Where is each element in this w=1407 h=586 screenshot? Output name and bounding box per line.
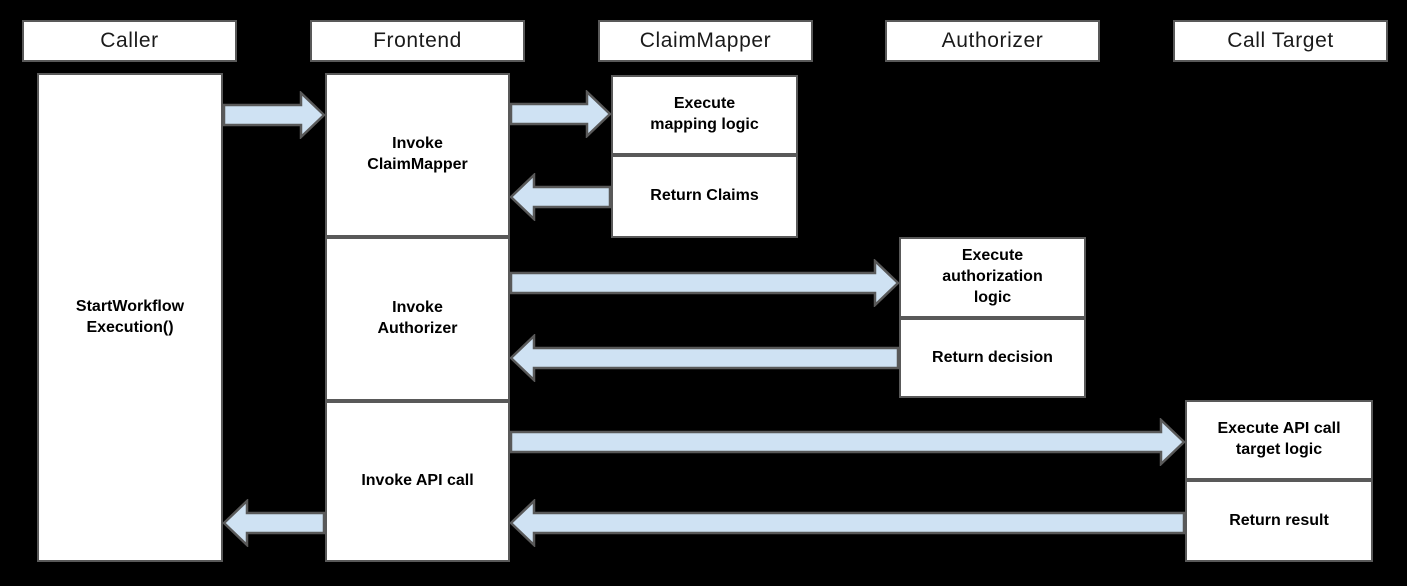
node-return-result-label: Return result — [1229, 511, 1329, 529]
node-return-decision: Return decision — [899, 318, 1086, 398]
node-return-claims: Return Claims — [611, 155, 798, 238]
arrow-frontend-to-claimmapper — [510, 90, 611, 138]
arrow-frontend-to-authorizer — [510, 259, 899, 307]
node-return-claims-label: Return Claims — [650, 187, 759, 205]
arrow-return-decision — [510, 334, 899, 382]
node-invoke-api-call-label: Invoke API call — [361, 472, 474, 490]
node-return-decision-label: Return decision — [932, 348, 1053, 366]
node-startworkflowexecution: StartWorkflow Execution() — [37, 73, 223, 562]
lane-header-claimmapper-label: ClaimMapper — [639, 29, 772, 52]
lane-header-caller-label: Caller — [100, 29, 159, 52]
node-execute-mapping-logic: Execute mapping logic — [611, 75, 798, 155]
lane-header-authorizer: Authorizer — [885, 20, 1100, 62]
lane-header-caller: Caller — [22, 20, 237, 62]
node-execute-authorization-logic-label: Execute authorization logic — [942, 247, 1043, 306]
node-invoke-api-call: Invoke API call — [325, 401, 510, 562]
lane-header-frontend: Frontend — [310, 20, 525, 62]
node-invoke-claimmapper: Invoke ClaimMapper — [325, 73, 510, 237]
arrow-frontend-to-calltarget — [510, 418, 1185, 466]
node-execute-mapping-logic-label: Execute mapping logic — [650, 95, 759, 133]
lane-header-frontend-label: Frontend — [373, 29, 462, 52]
node-return-result: Return result — [1185, 480, 1373, 562]
arrow-return-to-caller — [223, 499, 325, 547]
node-invoke-claimmapper-label: Invoke ClaimMapper — [367, 135, 468, 173]
node-execute-api-call-target-logic-label: Execute API call target logic — [1217, 420, 1341, 458]
node-execute-authorization-logic: Execute authorization logic — [899, 237, 1086, 318]
node-invoke-authorizer: Invoke Authorizer — [325, 237, 510, 401]
arrow-return-claims — [510, 173, 611, 221]
node-execute-api-call-target-logic: Execute API call target logic — [1185, 400, 1373, 480]
arrow-return-result — [510, 499, 1185, 547]
lane-header-calltarget: Call Target — [1173, 20, 1388, 62]
lane-header-authorizer-label: Authorizer — [941, 29, 1044, 52]
arrow-caller-to-frontend — [223, 91, 325, 139]
lane-header-calltarget-label: Call Target — [1227, 29, 1334, 52]
lane-header-claimmapper: ClaimMapper — [598, 20, 813, 62]
node-invoke-authorizer-label: Invoke Authorizer — [377, 299, 458, 337]
node-startworkflowexecution-label: StartWorkflow Execution() — [75, 297, 185, 336]
